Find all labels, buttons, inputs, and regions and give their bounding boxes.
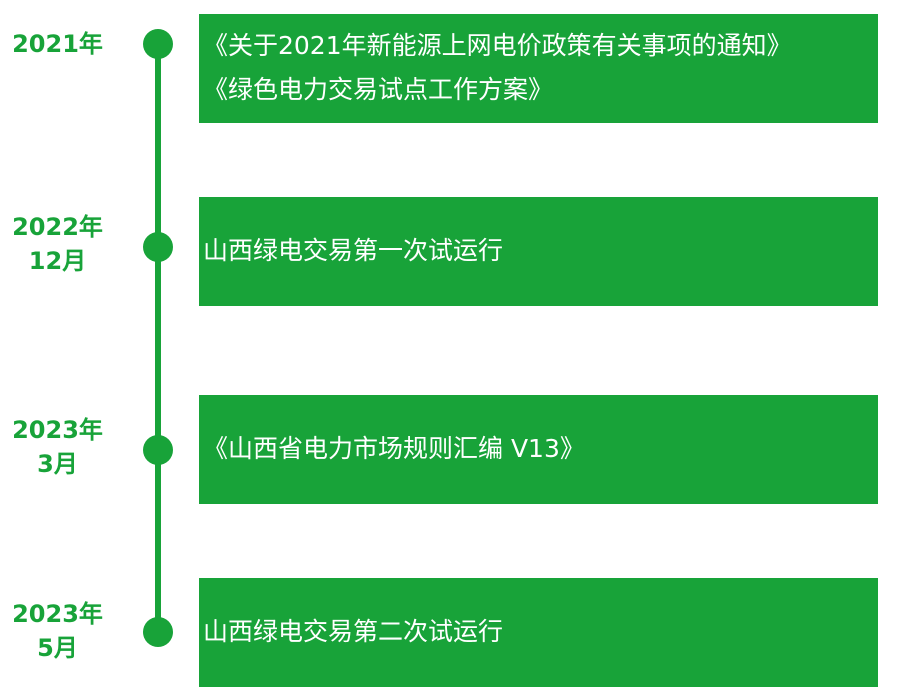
timeline-dot — [143, 232, 173, 262]
event-box-2022-12: 山西绿电交易第一次试运行 — [199, 197, 878, 306]
event-box-2023-05: 山西绿电交易第二次试运行 — [199, 578, 878, 687]
event-text-line: 《绿色电力交易试点工作方案》 — [203, 75, 554, 104]
timeline-dot — [143, 617, 173, 647]
event-text-line: 山西绿电交易第二次试运行 — [203, 617, 504, 646]
date-year: 2023年 — [12, 416, 103, 444]
date-month: 12月 — [28, 247, 87, 275]
event-date-2022-12: 2022年 12月 — [0, 210, 115, 278]
event-date-2023-05: 2023年 5月 — [0, 597, 115, 665]
event-box-2023-03: 《山西省电力市场规则汇编 V13》 — [199, 395, 878, 504]
event-date-2023-03: 2023年 3月 — [0, 413, 115, 481]
timeline-dot — [143, 29, 173, 59]
event-text-line: 山西绿电交易第一次试运行 — [203, 236, 504, 265]
date-year: 2021年 — [12, 30, 103, 58]
timeline-dot — [143, 435, 173, 465]
date-year: 2023年 — [12, 600, 103, 628]
date-year: 2022年 — [12, 213, 103, 241]
timeline-line — [155, 42, 161, 634]
date-month: 5月 — [37, 634, 78, 662]
event-text-line: 《山西省电力市场规则汇编 V13》 — [203, 434, 585, 463]
event-box-2021: 《关于2021年新能源上网电价政策有关事项的通知》 《绿色电力交易试点工作方案》 — [199, 14, 878, 123]
date-month: 3月 — [37, 450, 78, 478]
event-text-line: 《关于2021年新能源上网电价政策有关事项的通知》 — [203, 31, 792, 60]
event-date-2021: 2021年 — [0, 27, 115, 61]
